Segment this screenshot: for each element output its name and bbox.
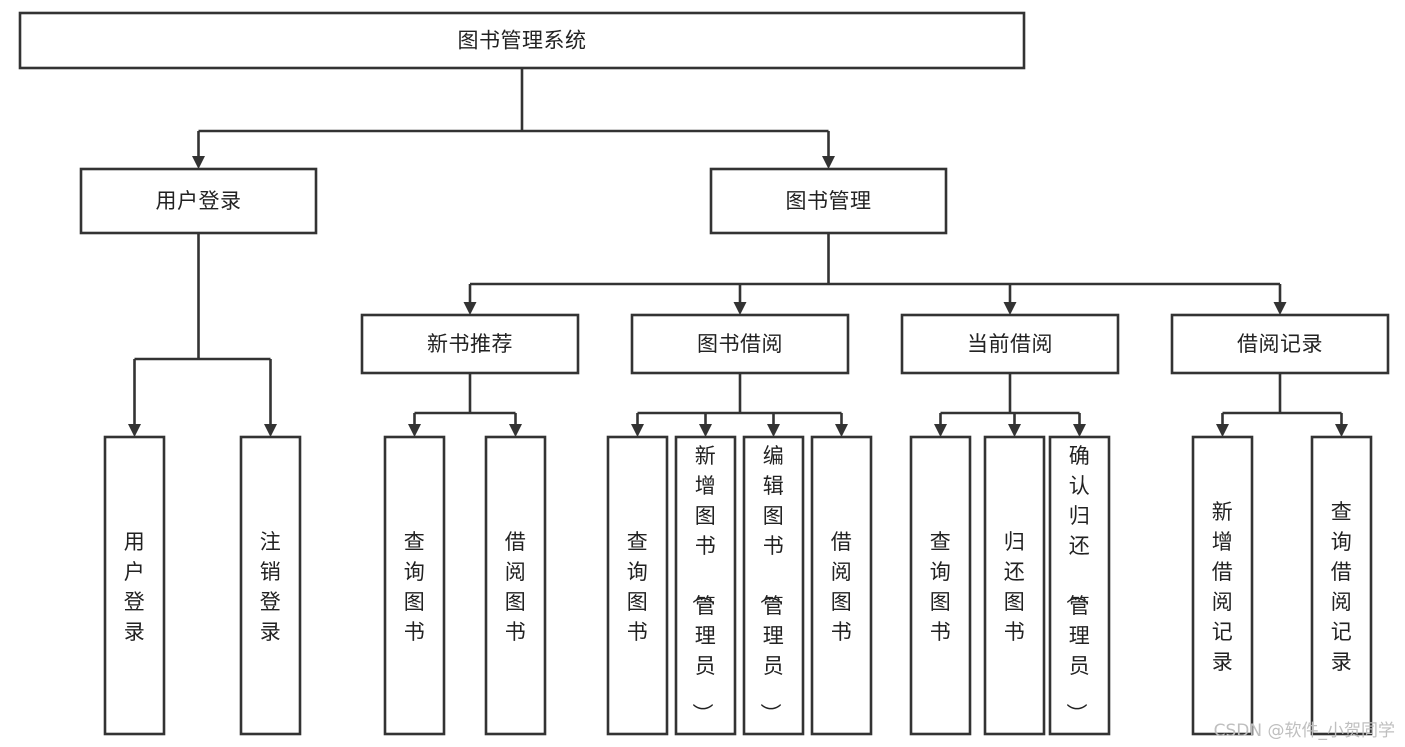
node-label: 用户登录	[124, 530, 146, 644]
node-leaf-r-add[interactable]: 新增借阅记录	[1191, 435, 1254, 736]
node-box[interactable]	[674, 435, 737, 736]
node-leaf-new-borrow[interactable]: 借阅图书	[484, 435, 547, 736]
node-box[interactable]	[484, 435, 547, 736]
edge-group	[192, 68, 835, 169]
node-box[interactable]	[900, 313, 1120, 375]
node-leaf-b-add[interactable]: 新增图书（管理员）	[674, 435, 737, 736]
node-box[interactable]	[1048, 435, 1111, 736]
nodes-layer: 图书管理系统用户登录图书管理新书推荐图书借阅当前借阅借阅记录用户登录注销登录查询…	[18, 11, 1390, 736]
node-label: 查询借阅记录	[1331, 500, 1353, 674]
node-leaf-r-query[interactable]: 查询借阅记录	[1310, 435, 1373, 736]
node-label: 新增图书（管理员）	[690, 444, 717, 725]
arrowhead	[463, 302, 477, 315]
node-box[interactable]	[1310, 435, 1373, 736]
node-label: 编辑图书（管理员）	[758, 444, 785, 725]
node-l2-book[interactable]: 图书管理	[709, 167, 948, 235]
node-box[interactable]	[1170, 313, 1390, 375]
node-l3-borrow[interactable]: 图书借阅	[630, 313, 850, 375]
arrowhead	[192, 156, 205, 169]
node-box[interactable]	[606, 435, 669, 736]
arrowhead	[767, 424, 780, 437]
node-label: 图书管理	[786, 189, 872, 213]
arrowhead	[1008, 424, 1021, 437]
node-leaf-b-query[interactable]: 查询图书	[606, 435, 669, 736]
node-box[interactable]	[360, 313, 580, 375]
node-label: 查询图书	[627, 530, 649, 644]
node-box[interactable]	[810, 435, 873, 736]
arrowhead	[1273, 302, 1287, 315]
node-label: 归还图书	[1004, 530, 1026, 644]
arrowhead	[822, 156, 835, 169]
node-label: 新书推荐	[427, 332, 513, 356]
node-label: 查询图书	[404, 530, 426, 644]
node-box[interactable]	[383, 435, 446, 736]
node-leaf-b-borrow[interactable]: 借阅图书	[810, 435, 873, 736]
node-l2-user[interactable]: 用户登录	[79, 167, 318, 235]
node-label: 图书借阅	[697, 332, 783, 356]
node-leaf-b-edit[interactable]: 编辑图书（管理员）	[742, 435, 805, 736]
node-leaf-user-logout[interactable]: 注销登录	[239, 435, 302, 736]
node-box[interactable]	[742, 435, 805, 736]
node-box[interactable]	[79, 167, 318, 235]
node-label: 用户登录	[156, 189, 242, 213]
node-leaf-c-query[interactable]: 查询图书	[909, 435, 972, 736]
node-box[interactable]	[909, 435, 972, 736]
arrowhead	[264, 424, 277, 437]
edges-layer	[128, 68, 1348, 437]
node-box[interactable]	[18, 11, 1026, 70]
arrowhead	[509, 424, 522, 437]
node-box[interactable]	[239, 435, 302, 736]
node-root[interactable]: 图书管理系统	[18, 11, 1026, 70]
edge-group	[1216, 373, 1348, 437]
node-label: 确认归还（管理员）	[1064, 444, 1091, 725]
arrowhead	[733, 302, 747, 315]
arrowhead	[699, 424, 712, 437]
node-l3-newbook[interactable]: 新书推荐	[360, 313, 580, 375]
node-label: 新增借阅记录	[1212, 500, 1234, 674]
node-leaf-c-confirm[interactable]: 确认归还（管理员）	[1048, 435, 1111, 736]
node-label: 借阅图书	[831, 530, 853, 644]
edge-group	[408, 373, 522, 437]
arrowhead	[835, 424, 848, 437]
node-l3-current[interactable]: 当前借阅	[900, 313, 1120, 375]
node-box[interactable]	[709, 167, 948, 235]
node-l3-record[interactable]: 借阅记录	[1170, 313, 1390, 375]
arrowhead	[1216, 424, 1229, 437]
node-label: 图书管理系统	[458, 29, 587, 53]
watermark-text: CSDN @软件_小贺同学	[1213, 721, 1395, 741]
node-label: 当前借阅	[967, 332, 1053, 356]
node-box[interactable]	[630, 313, 850, 375]
edge-group	[631, 373, 848, 437]
node-label: 注销登录	[260, 530, 282, 644]
arrowhead	[1003, 302, 1017, 315]
arrowhead	[1335, 424, 1348, 437]
node-box[interactable]	[1191, 435, 1254, 736]
node-label: 借阅图书	[505, 530, 527, 644]
edge-group	[934, 373, 1086, 437]
node-label: 借阅记录	[1237, 332, 1323, 356]
arrowhead	[128, 424, 141, 437]
arrowhead	[1073, 424, 1086, 437]
node-leaf-c-return[interactable]: 归还图书	[983, 435, 1046, 736]
node-box[interactable]	[103, 435, 166, 736]
edge-group	[128, 233, 277, 437]
edge-group	[463, 233, 1287, 315]
arrowhead	[408, 424, 421, 437]
arrowhead	[934, 424, 947, 437]
node-leaf-new-query[interactable]: 查询图书	[383, 435, 446, 736]
node-label: 查询图书	[930, 530, 952, 644]
arrowhead	[631, 424, 644, 437]
node-box[interactable]	[983, 435, 1046, 736]
node-leaf-user-login[interactable]: 用户登录	[103, 435, 166, 736]
